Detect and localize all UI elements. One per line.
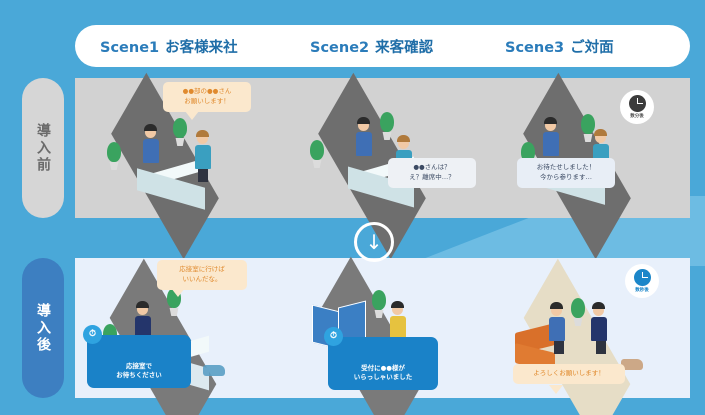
- scene-2-title: 来客確認: [375, 39, 434, 56]
- stopwatch-icon: [633, 269, 651, 286]
- scene-1-number: Scene1: [100, 39, 160, 56]
- notification-text-after-1: 応接室で お待ちください: [116, 361, 162, 380]
- before-scene-2: ●●さんは？ え？離席中…？: [280, 72, 485, 260]
- speech-bubble-before-2: ●●さんは？ え？離席中…？: [388, 158, 476, 188]
- clock-badge-after: 数秒後: [625, 264, 659, 298]
- plant-icon: [310, 140, 324, 168]
- visitor-person: [134, 301, 151, 340]
- clock-badge-before: 数分後: [620, 90, 654, 124]
- before-panel: ●●部の●●さん お願いします！ ●●さんは？ え？離席中…？: [75, 72, 690, 260]
- speech-bubble-before-3: お待たせしました！ 今から参ります…: [517, 158, 615, 188]
- bell-icon: ⏱: [324, 327, 343, 346]
- visitor-person: [194, 130, 211, 182]
- plant-icon: [173, 118, 187, 146]
- arrow-down-icon: ↓: [365, 230, 383, 254]
- visitor-person: [548, 302, 565, 354]
- after-scene-1: 応接室に行けば いいんだな。 ⏱ 応接室で お待ちください: [75, 258, 280, 415]
- clock-label-after: 数秒後: [635, 288, 649, 293]
- after-panel: 応接室に行けば いいんだな。 ⏱ 応接室で お待ちください ⏱: [75, 256, 690, 415]
- bubble-tail: [171, 288, 185, 297]
- decor-shape: [621, 359, 643, 370]
- speech-bubble-before-1: ●●部の●●さん お願いします！: [163, 82, 251, 112]
- bubble-tail: [549, 385, 563, 394]
- staff-person: [590, 302, 607, 354]
- side-label-after: 導入後: [22, 258, 64, 398]
- speech-bubble-after-3: よろしくお願いします！: [513, 364, 625, 384]
- notification-card-after-2: ⏱ 受付に●●様が いらっしゃいました: [324, 327, 438, 390]
- scene-label-1: Scene1 お客様来社: [100, 36, 238, 57]
- scene-1-title: お客様来社: [165, 39, 238, 56]
- decor-shape: [203, 365, 225, 376]
- notification-text-after-2: 受付に●●様が いらっしゃいました: [353, 363, 413, 382]
- after-scene-3: 数秒後 よろしくお願いします！: [485, 258, 690, 415]
- staff-person: [389, 301, 406, 340]
- side-label-before: 導入前: [22, 78, 64, 218]
- notification-card-after-1: ⏱ 応接室で お待ちください: [83, 325, 191, 388]
- speech-bubble-after-1: 応接室に行けば いいんだな。: [157, 260, 247, 290]
- plant-icon: [107, 142, 121, 170]
- before-scene-1: ●●部の●●さん お願いします！: [75, 72, 280, 260]
- plant-icon: [380, 112, 394, 140]
- scene-3-title: ご対面: [570, 39, 614, 56]
- after-scene-2: ⏱ 受付に●●様が いらっしゃいました: [280, 256, 485, 415]
- scene-label-2: Scene2 来客確認: [310, 36, 433, 57]
- clock-label-before: 数分後: [630, 114, 644, 119]
- staff-person: [142, 124, 159, 163]
- bubble-tail: [185, 111, 199, 120]
- staff-person: [355, 117, 372, 156]
- plant-icon: [581, 114, 595, 142]
- plant-icon: [571, 298, 585, 326]
- staff-person: [542, 117, 559, 156]
- scene-3-number: Scene3: [505, 39, 565, 56]
- bell-icon: ⏱: [83, 325, 102, 344]
- scene-label-3: Scene3 ご対面: [505, 36, 614, 57]
- scene-2-number: Scene2: [310, 39, 370, 56]
- clock-icon: [628, 95, 646, 112]
- before-scene-3: 数分後 お待たせしました！ 今から参ります…: [485, 72, 690, 260]
- scene-header-bar: Scene1 お客様来社 Scene2 来客確認 Scene3 ご対面: [75, 25, 690, 67]
- transition-arrow-button[interactable]: ↓: [354, 222, 394, 262]
- plant-icon: [372, 290, 386, 318]
